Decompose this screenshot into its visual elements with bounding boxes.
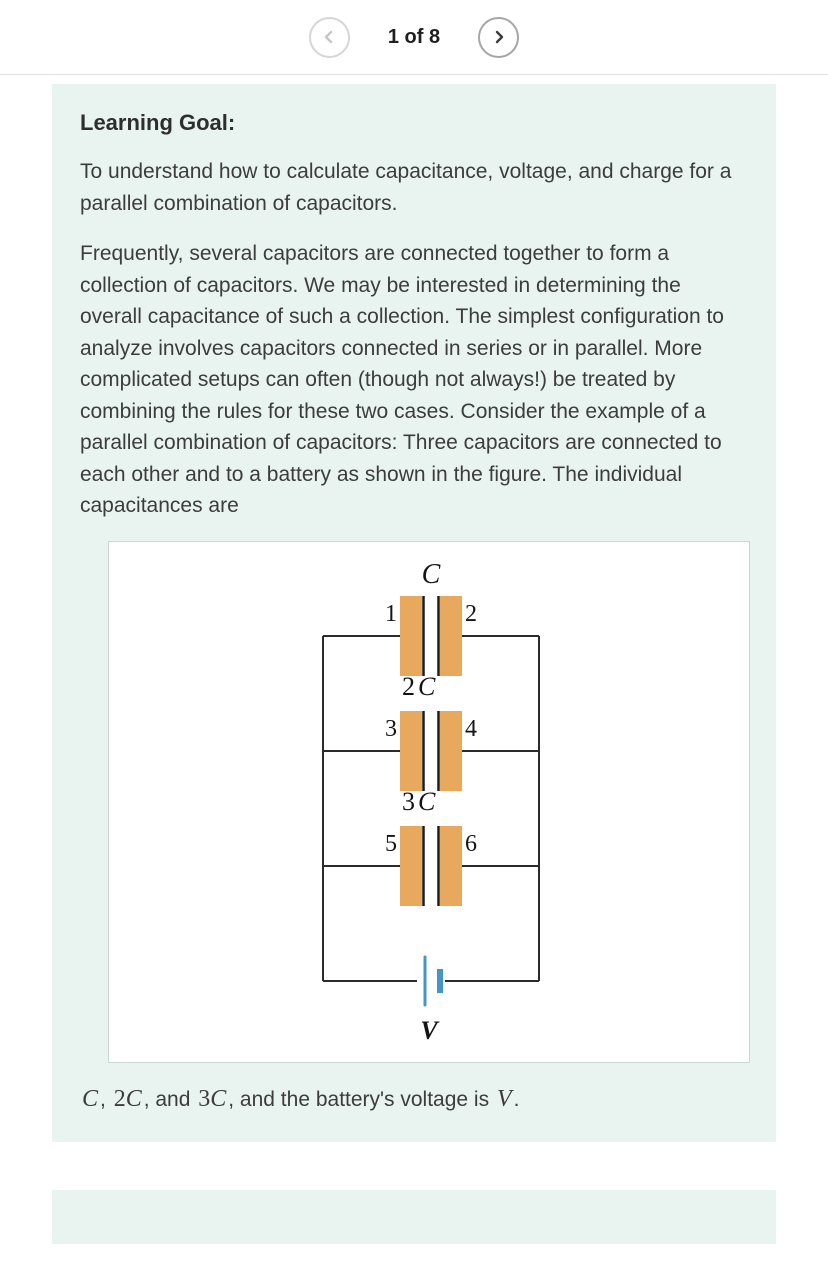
closing-segment: , and the battery's voltage is — [228, 1087, 495, 1111]
closing-segment: , — [100, 1087, 112, 1111]
learning-goal-heading: Learning Goal: — [80, 110, 236, 135]
next-page-button[interactable] — [478, 16, 520, 58]
closing-segment: V — [496, 1085, 512, 1112]
capacitor-1: C 1 2 — [385, 559, 477, 678]
capacitor-1-label: C — [422, 559, 441, 590]
circuit-diagram: C 1 2 2 C 3 4 — [322, 559, 540, 1045]
closing-sentence: C, 2C, and 3C, and the battery's voltage… — [80, 1079, 748, 1116]
closing-segment: , and — [143, 1087, 197, 1111]
plate-3-label: 3 — [385, 716, 397, 742]
capacitor-3-label-letter: C — [418, 787, 436, 816]
capacitor-2-label-number: 2 — [402, 672, 415, 701]
plate-1-label: 1 — [385, 601, 397, 627]
closing-segment: C — [210, 1085, 227, 1112]
chevron-left-icon — [325, 30, 333, 44]
capacitor-2: 2 C 3 4 — [385, 672, 477, 793]
pagination-header: 1 of 8 — [0, 0, 828, 75]
circuit-figure: C 1 2 2 C 3 4 — [108, 540, 750, 1063]
battery-label: V — [420, 1016, 440, 1045]
plate-2-label: 2 — [465, 601, 477, 627]
closing-segment: C — [125, 1085, 142, 1112]
plate-4-label: 4 — [465, 716, 477, 742]
next-item-panel — [52, 1189, 776, 1244]
closing-segment: . — [513, 1087, 520, 1111]
capacitor-2-label-letter: C — [418, 672, 436, 701]
intro-paragraph-2: Frequently, several capacitors are conne… — [80, 242, 724, 517]
capacitor-3-label-number: 3 — [402, 787, 415, 816]
closing-segment: 3 — [198, 1085, 211, 1112]
plate-6-label: 6 — [465, 831, 477, 857]
prev-page-button[interactable] — [308, 16, 350, 58]
page-indicator: 1 of 8 — [387, 25, 441, 48]
battery: V — [420, 955, 443, 1045]
closing-segment: C — [82, 1085, 99, 1112]
capacitor-3: 3 C 5 6 — [385, 787, 477, 908]
plate-5-label: 5 — [385, 831, 397, 857]
closing-segment: 2 — [113, 1085, 126, 1112]
chevron-right-icon — [495, 30, 503, 44]
intro-paragraph-1: To understand how to calculate capacitan… — [80, 160, 732, 215]
problem-intro-panel: Learning Goal: To understand how to calc… — [52, 84, 776, 1142]
